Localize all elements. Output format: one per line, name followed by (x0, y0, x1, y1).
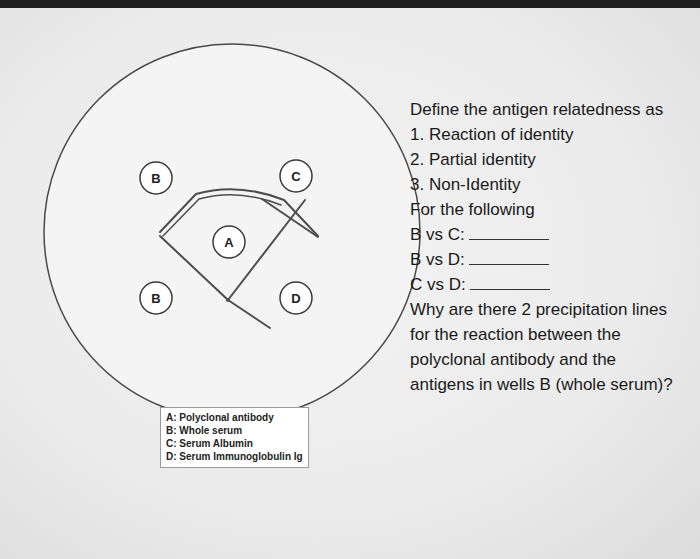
well-circle (280, 282, 312, 314)
well-letter: B (151, 292, 160, 305)
note-row: For the following (410, 197, 678, 222)
note-row: Why are there 2 precipitation lines for … (410, 297, 678, 397)
legend-box: A: Polyclonal antibodyB: Whole serumC: S… (160, 407, 309, 468)
question-text: C vs D: (410, 275, 466, 294)
antibody-well: A (212, 225, 246, 259)
well-circle (140, 162, 172, 194)
well-circle (280, 160, 312, 192)
note-row: 2. Partial identity (410, 147, 678, 172)
top-bar (0, 0, 700, 8)
line-junction (226, 298, 230, 302)
legend-entry: A: Polyclonal antibody (166, 411, 303, 424)
question-text: Why are there 2 precipitation lines for … (410, 300, 673, 394)
well-letter: C (291, 170, 300, 183)
well-circle (213, 226, 245, 258)
question-panel: Define the antigen relatedness as 1. Reac… (410, 97, 678, 397)
well-circle (140, 282, 172, 314)
question-text: 1. Reaction of identity (410, 125, 573, 144)
answer-blank (469, 222, 549, 240)
legend-entry: C: Serum Albumin (166, 437, 303, 450)
note-row: B vs D: (410, 247, 678, 272)
agar-plate (44, 44, 420, 420)
antigen-well: B (139, 281, 173, 315)
note-row: 3. Non-Identity (410, 172, 678, 197)
question-text: B vs D: (410, 250, 465, 269)
answer-blank (469, 247, 549, 265)
antigen-well: C (279, 159, 313, 193)
legend-entry: B: Whole serum (166, 424, 303, 437)
well-letter: A (224, 236, 233, 249)
note-row: B vs C: (410, 222, 678, 247)
antigen-well: B (139, 161, 173, 195)
note-row: Define the antigen relatedness as (410, 97, 678, 122)
legend-entry: D: Serum Immunoglobulin Ig (166, 450, 303, 463)
well-letter: D (291, 292, 300, 305)
well-letter: B (151, 172, 160, 185)
answer-blank (470, 272, 550, 290)
antigen-well: D (279, 281, 313, 315)
question-text: For the following (410, 200, 535, 219)
question-text: 2. Partial identity (410, 150, 536, 169)
question-text: 3. Non-Identity (410, 175, 521, 194)
note-row: 1. Reaction of identity (410, 122, 678, 147)
question-text: B vs C: (410, 225, 465, 244)
question-text: Define the antigen relatedness as (410, 100, 663, 119)
precipitin-line (262, 199, 318, 237)
note-row: C vs D: (410, 272, 678, 297)
